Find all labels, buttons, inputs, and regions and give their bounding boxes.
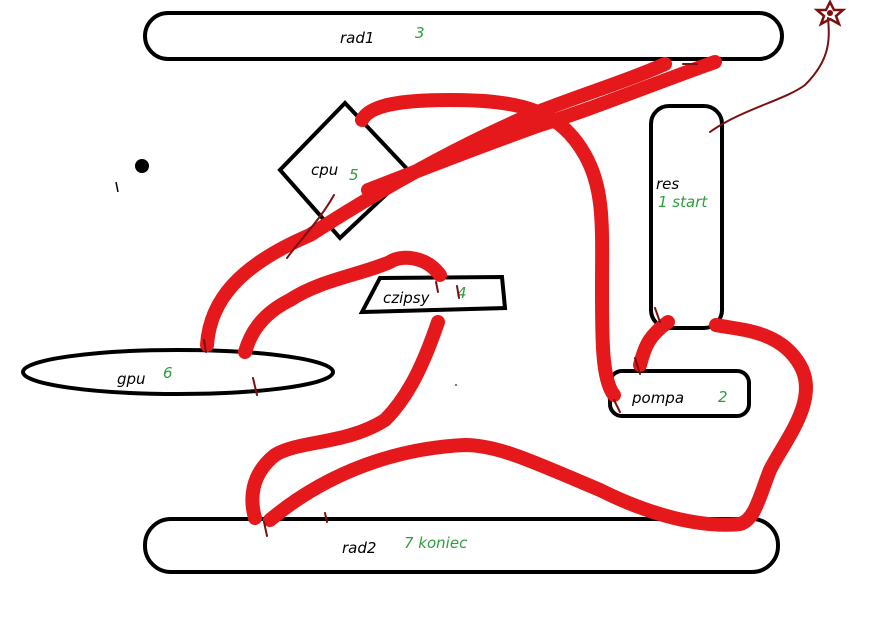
gpu-shape xyxy=(21,348,335,396)
res-label: res xyxy=(656,175,679,193)
res-step: 1 start xyxy=(658,193,708,211)
gpu-label: gpu xyxy=(117,370,146,388)
star-icon xyxy=(813,0,847,27)
gpu-component: gpu 6 xyxy=(21,348,335,396)
tick-7 xyxy=(263,521,268,537)
stray-speck xyxy=(455,384,457,386)
tick-5 xyxy=(252,377,258,396)
tick-10 xyxy=(613,399,621,413)
cpu-shape xyxy=(277,100,413,241)
tick-8 xyxy=(324,512,328,523)
czipsy-component: czipsy 4 xyxy=(358,274,508,315)
rad1-step: 3 xyxy=(415,24,425,42)
tick-2 xyxy=(634,357,641,375)
tick-4 xyxy=(456,285,460,299)
tube-rad1-to-gpu xyxy=(200,57,672,352)
cpu-step: 5 xyxy=(349,166,359,184)
tube-czipsy-to-gpu xyxy=(238,250,447,359)
cpu-component: cpu 5 xyxy=(277,100,413,241)
stray-dot xyxy=(135,159,149,173)
rad2-shape xyxy=(143,517,780,574)
rad2-component: rad2 7 koniec xyxy=(143,517,780,574)
rad1-shape xyxy=(143,11,784,61)
czipsy-label: czipsy xyxy=(383,289,431,307)
tube-res-to-pompa xyxy=(633,315,675,372)
stray-stroke xyxy=(115,181,119,193)
czipsy-step: 4 xyxy=(457,284,467,302)
tick-6 xyxy=(203,339,207,353)
cable-to-star xyxy=(709,17,830,133)
res-shape xyxy=(649,104,724,330)
tick-1 xyxy=(654,307,661,323)
rad1-component: rad1 3 xyxy=(143,11,784,61)
rad1-label: rad1 xyxy=(340,29,374,47)
cable-cpu-to-gpu xyxy=(286,194,335,259)
tubing xyxy=(200,55,813,532)
rad2-step: 7 koniec xyxy=(404,534,468,552)
pompa-step: 2 xyxy=(718,388,728,406)
czipsy-shape xyxy=(358,274,508,315)
star-center xyxy=(827,10,833,16)
tube-pompa-to-rad1 xyxy=(355,93,621,402)
star-shape xyxy=(813,0,847,27)
pompa-component: pompa 2 xyxy=(608,369,751,418)
pompa-label: pompa xyxy=(631,389,684,407)
tube-res-out-to-rad2 xyxy=(263,318,813,532)
gpu-step: 6 xyxy=(163,364,173,382)
cpu-label: cpu xyxy=(311,161,338,179)
cables xyxy=(203,17,830,537)
rad2-label: rad2 xyxy=(342,539,376,557)
tube-czipsy-to-rad2 xyxy=(245,315,445,525)
res-component: res 1 start xyxy=(649,104,724,330)
tick-3 xyxy=(435,281,439,293)
